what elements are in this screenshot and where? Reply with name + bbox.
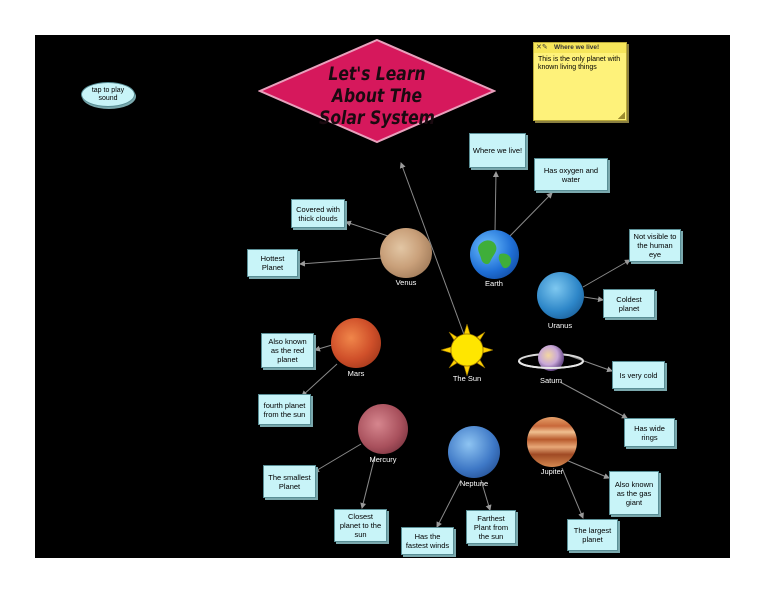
mars-planet[interactable] xyxy=(331,318,381,368)
play-sound-button[interactable]: tap to play sound xyxy=(81,82,135,107)
map-title: Let's Learn About The Solar System xyxy=(319,63,435,129)
neptune-planet[interactable] xyxy=(448,426,500,478)
fact-where-we-live[interactable]: Where we live! xyxy=(469,133,526,168)
fact-oxygen-water[interactable]: Has oxygen and water xyxy=(534,158,608,191)
note-close-icon[interactable]: ✕✎ xyxy=(536,44,548,51)
venus-planet[interactable] xyxy=(380,228,432,278)
saturn-label: Saturn xyxy=(539,376,563,385)
fact-coldest-planet[interactable]: Coldest planet xyxy=(603,289,655,318)
fact-very-cold[interactable]: Is very cold xyxy=(612,361,665,389)
fact-red-planet[interactable]: Also known as the red planet xyxy=(261,333,314,368)
note-resize-handle[interactable] xyxy=(618,112,625,119)
fact-hottest-planet[interactable]: Hottest Planet xyxy=(247,249,298,277)
earth-continents xyxy=(478,240,512,269)
jupiter-label: Jupiter xyxy=(540,467,564,476)
fact-closest-planet[interactable]: Closest planet to the sun xyxy=(334,509,387,542)
sticky-note[interactable]: ✕✎ Where we live! This is the only plane… xyxy=(533,42,627,121)
fact-thick-clouds[interactable]: Covered with thick clouds xyxy=(291,199,345,228)
venus-label: Venus xyxy=(395,278,417,287)
mars-label: Mars xyxy=(347,369,365,378)
note-title: Where we live! xyxy=(554,44,600,51)
fact-wide-rings[interactable]: Has wide rings xyxy=(624,418,675,447)
fact-largest-planet[interactable]: The largest planet xyxy=(567,519,618,551)
jupiter-planet[interactable] xyxy=(527,417,577,467)
title-diamond[interactable] xyxy=(258,38,496,144)
fact-smallest-planet[interactable]: The smallest Planet xyxy=(263,465,316,498)
fact-fourth-planet[interactable]: fourth planet from the sun xyxy=(258,394,311,425)
earth-planet[interactable] xyxy=(470,230,519,279)
earth-label: Earth xyxy=(485,279,503,288)
fact-not-visible[interactable]: Not visible to the human eye xyxy=(629,229,681,262)
saturn-planet[interactable] xyxy=(518,342,584,376)
fact-farthest-planet[interactable]: Farthest Plant from the sun xyxy=(466,510,516,544)
fact-fastest-winds[interactable]: Has the fastest winds xyxy=(401,527,454,555)
sun-planet[interactable] xyxy=(441,324,493,376)
note-title-bar[interactable] xyxy=(534,43,626,53)
sun-label: The Sun xyxy=(452,374,482,383)
uranus-label: Uranus xyxy=(547,321,573,330)
fact-gas-giant[interactable]: Also known as the gas giant xyxy=(609,471,659,515)
uranus-planet[interactable] xyxy=(537,272,584,319)
neptune-label: Neptune xyxy=(459,479,489,488)
mercury-label: Mercury xyxy=(369,455,397,464)
note-body: This is the only planet with known livin… xyxy=(538,56,621,71)
mercury-planet[interactable] xyxy=(358,404,408,454)
